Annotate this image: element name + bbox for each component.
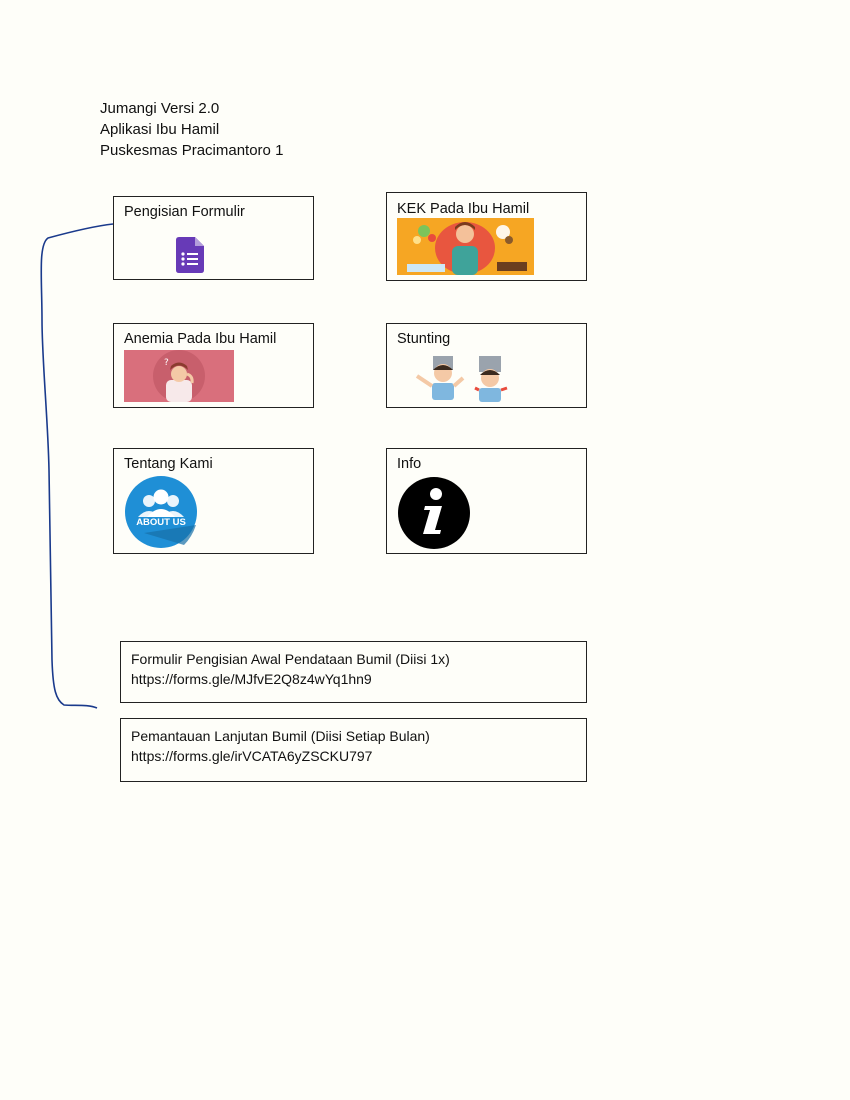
menu-card-stunting[interactable]: Stunting [386,323,587,408]
menu-card-label: Anemia Pada Ibu Hamil [124,331,277,347]
app-header: Jumangi Versi 2.0 Aplikasi Ibu Hamil Pus… [100,98,283,161]
menu-card-label: Stunting [397,331,451,347]
form-link-url[interactable]: https://forms.gle/MJfvE2Q8z4wYq1hn9 [131,671,372,687]
app-organization: Puskesmas Pracimantoro 1 [100,142,284,159]
menu-card-info[interactable]: Info [386,448,587,554]
about-us-icon [125,476,197,548]
app-version-title: Jumangi Versi 2.0 [100,100,220,117]
kek-illustration [397,218,534,275]
form-link-title: Pemantauan Lanjutan Bumil (Diisi Setiap … [131,728,430,744]
form-link-awal[interactable]: Formulir Pengisian Awal Pendataan Bumil … [120,641,587,703]
menu-card-kek[interactable]: KEK Pada Ibu Hamil [386,192,587,281]
about-us-badge-text: ABOUT US [136,517,186,528]
menu-card-label: Pengisian Formulir [124,204,245,220]
app-subtitle: Aplikasi Ibu Hamil [100,121,220,138]
menu-card-anemia[interactable]: Anemia Pada Ibu Hamil ? [113,323,314,408]
info-icon [398,477,470,549]
form-link-lanjutan[interactable]: Pemantauan Lanjutan Bumil (Diisi Setiap … [120,718,587,782]
menu-card-label: Tentang Kami [124,456,213,472]
menu-card-tentang-kami[interactable]: Tentang Kami ABOUT US [113,448,314,554]
form-link-url[interactable]: https://forms.gle/irVCATA6yZSCKU797 [131,748,373,764]
menu-card-label: Info [397,456,422,472]
svg-text:?: ? [164,358,169,368]
google-forms-icon [176,237,204,273]
menu-card-label: KEK Pada Ibu Hamil [397,201,530,217]
menu-card-pengisian-formulir[interactable]: Pengisian Formulir [113,196,314,280]
anemia-illustration: ? [124,350,234,402]
form-link-title: Formulir Pengisian Awal Pendataan Bumil … [131,651,450,667]
stunting-illustration [415,356,508,402]
